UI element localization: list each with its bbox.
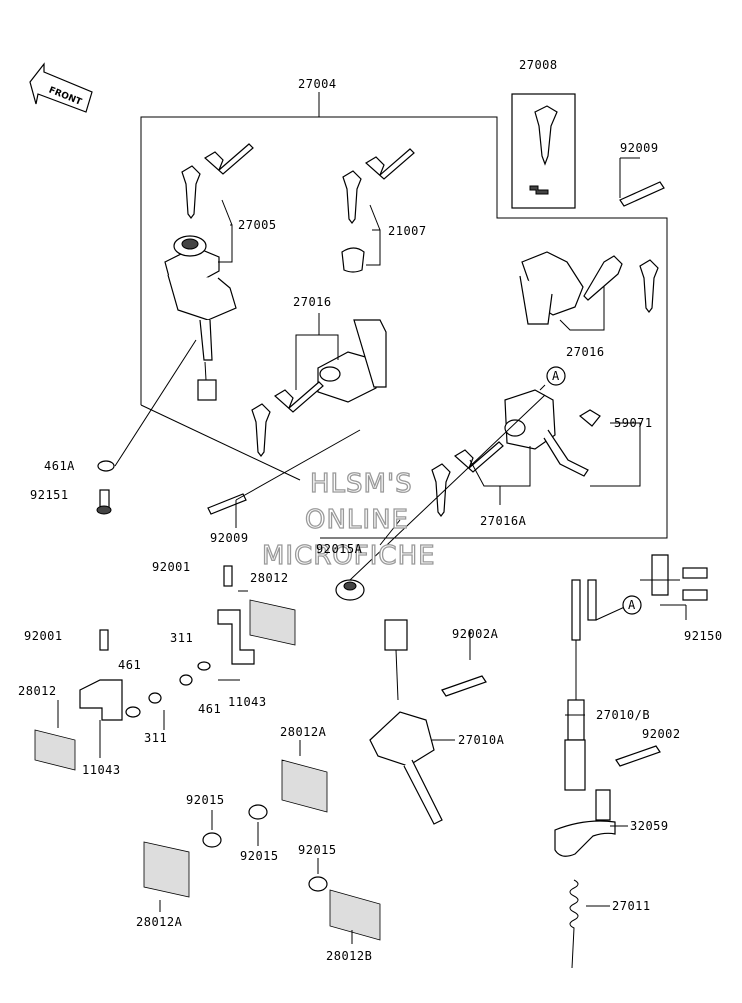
lock-27016A (431, 389, 601, 517)
svg-text:A: A (552, 369, 560, 383)
helmet-lock-27016 (519, 251, 659, 325)
reflector-28012A-top (281, 759, 328, 813)
part-label: 92015 (186, 793, 225, 807)
bolt-92151 (96, 489, 112, 515)
part-label: 27016A (480, 514, 527, 528)
part-label: 27016 (566, 345, 605, 359)
nut-92015A (335, 579, 365, 601)
part-label: 27010A (458, 733, 505, 747)
part-label: 92001 (24, 629, 63, 643)
ignition-switch (164, 235, 237, 401)
screw-92009-bottom (207, 493, 247, 515)
part-label: 28012 (250, 571, 289, 585)
part-label: 28012 (18, 684, 57, 698)
part-label: 28012A (136, 915, 183, 929)
part-label: 92009 (620, 141, 659, 155)
part-label: 27008 (519, 58, 558, 72)
part-label: 461 (118, 658, 141, 672)
part-label: 27010/B (596, 708, 650, 722)
part-label: 27016 (293, 295, 332, 309)
part-label: 27004 (298, 77, 337, 91)
part-labels: 27004 27008 92009 27005 21007 27016 2701… (18, 58, 723, 963)
part-label: 92015 (298, 843, 337, 857)
part-label: 92151 (30, 488, 69, 502)
seat-lock-27016 (251, 319, 387, 457)
leader-lines (57, 157, 687, 944)
svg-text:ONLINE: ONLINE (305, 505, 409, 535)
part-label: 311 (170, 631, 193, 645)
bracket-11043-lower (34, 629, 162, 771)
part-label: 92015A (316, 542, 363, 556)
washer-461A (97, 460, 115, 472)
part-label: 11043 (228, 695, 267, 709)
part-label: 27011 (612, 899, 651, 913)
bracket-11043-upper (179, 565, 296, 686)
part-label: 11043 (82, 763, 121, 777)
switch-27010B (564, 554, 708, 791)
part-label: 21007 (388, 224, 427, 238)
part-label: 92002 (642, 727, 681, 741)
key-card-27008 (511, 93, 576, 209)
part-label: 27005 (238, 218, 277, 232)
set-outline (140, 92, 668, 539)
svg-text:MICROFICHE: MICROFICHE (262, 541, 436, 571)
svg-text:HLSM'S: HLSM'S (310, 469, 413, 499)
svg-text:A: A (628, 598, 636, 612)
part-label: 92009 (210, 531, 249, 545)
switch-27010A (369, 619, 487, 825)
callout-a-right: A (622, 595, 642, 615)
part-label: 92015 (240, 849, 279, 863)
part-label: 92002A (452, 627, 499, 641)
watermark: HLSM'S ONLINE MICROFICHE (261, 468, 436, 571)
reflector-28012B (329, 889, 381, 941)
reflector-28012A-bottom (143, 841, 190, 898)
part-label: 461A (44, 459, 75, 473)
part-label: 32059 (630, 819, 669, 833)
spring-27011 (569, 879, 579, 969)
ignition-keys-27005 (181, 143, 254, 219)
front-arrow-icon: FRONT (29, 62, 93, 113)
part-label: 461 (198, 702, 221, 716)
part-label: 311 (144, 731, 167, 745)
nuts-92015 (202, 804, 328, 892)
keys-21007 (341, 148, 415, 273)
part-label: 28012B (326, 949, 372, 963)
part-label: 59071 (614, 416, 653, 430)
bracket-32059 (554, 745, 661, 857)
part-label: 92150 (684, 629, 723, 643)
part-label: 92001 (152, 560, 191, 574)
part-label: 28012A (280, 725, 327, 739)
screw-92009-top (619, 181, 665, 207)
callout-a-top: A (546, 366, 566, 386)
